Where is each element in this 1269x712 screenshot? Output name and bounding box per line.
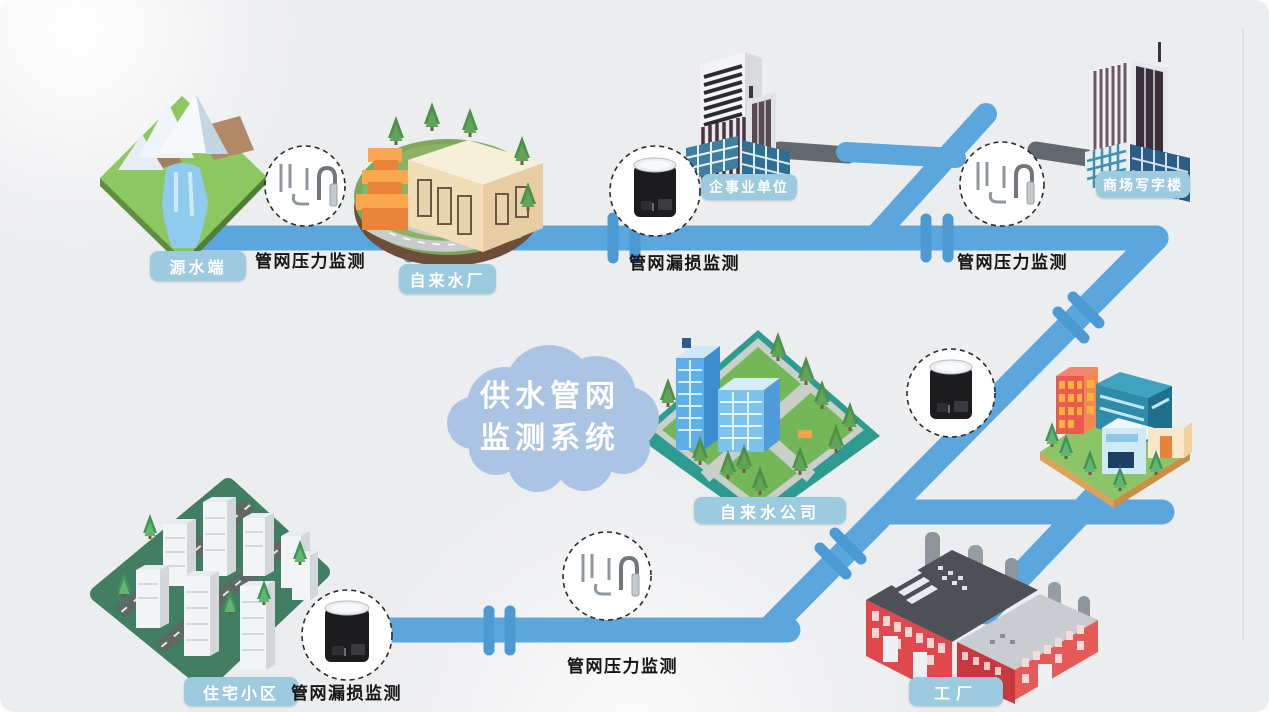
leak-monitor-icon xyxy=(609,145,701,237)
note-leak-top: 管网漏损监测 xyxy=(629,254,740,273)
pressure-monitor-icon xyxy=(264,145,346,227)
label-mall-office: 商场写字楼 xyxy=(1096,171,1190,198)
water-plant-illustration xyxy=(354,102,543,266)
note-leak-bottom: 管网漏损监测 xyxy=(291,684,402,703)
note-pressure-bottom: 管网压力监测 xyxy=(567,657,678,676)
label-factory: 工厂 xyxy=(909,677,1003,706)
source-mountain-illustration xyxy=(100,94,266,268)
pressure-monitor-icon xyxy=(562,531,652,621)
residential-area-illustration xyxy=(90,478,330,690)
note-pressure-left: 管网压力监测 xyxy=(255,252,366,271)
label-water-plant: 自来水厂 xyxy=(399,264,496,294)
system-title-line2: 监测系统 xyxy=(480,422,620,455)
leak-monitor-icon xyxy=(301,589,393,681)
label-water-company: 自来水公司 xyxy=(694,497,846,524)
background-edge-line xyxy=(1242,28,1244,640)
note-pressure-right: 管网压力监测 xyxy=(957,253,1068,272)
commercial-complex-illustration xyxy=(1040,367,1192,508)
leak-monitor-icon xyxy=(906,348,996,438)
pressure-monitor-icon xyxy=(959,141,1045,227)
system-title: 供水管网 监测系统 xyxy=(458,376,642,460)
system-title-line1: 供水管网 xyxy=(480,380,620,413)
label-enterprise: 企事业单位 xyxy=(701,174,797,200)
monitoring-points xyxy=(264,141,1045,681)
water-company-illustration xyxy=(636,330,880,524)
cloud-shape xyxy=(447,345,659,492)
label-source: 源水端 xyxy=(150,251,246,281)
label-residential: 住宅小区 xyxy=(184,677,298,706)
